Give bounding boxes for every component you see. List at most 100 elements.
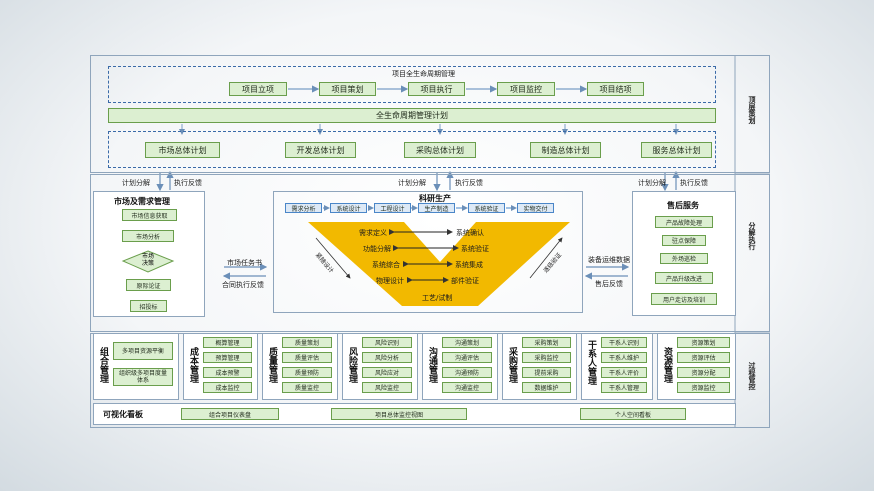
mgmt-item: 沟通监控 xyxy=(442,382,492,393)
plan-development: 开发总体计划 xyxy=(285,142,356,158)
market-step-review: 原际论证 xyxy=(126,279,171,291)
label-market-task: 市场任务书 xyxy=(227,259,262,267)
mgmt-item: 概算管理 xyxy=(203,337,252,348)
mgmt-group-name: 风险管理 xyxy=(347,347,357,383)
mgmt-item: 质量监控 xyxy=(282,382,332,393)
v-right-3: 部件验证 xyxy=(451,277,479,285)
plans-box xyxy=(108,131,716,168)
middle-frame xyxy=(90,174,770,332)
mgmt-item: 干系人识别 xyxy=(601,337,647,348)
mgmt-item: 组织级多项目度量体系 xyxy=(113,368,173,386)
service-item-4: 用户走访及培训 xyxy=(651,293,717,305)
top-frame xyxy=(90,55,770,173)
mgmt-item: 风险监控 xyxy=(362,382,412,393)
mgmt-item: 资源策划 xyxy=(677,337,730,348)
lifecycle-plan-bar: 全生命周期管理计划 xyxy=(108,108,716,123)
side-label-top: 顶层策划 xyxy=(748,96,756,124)
service-item-3: 产品升级改进 xyxy=(655,272,713,284)
stage-system-verification: 系统验证 xyxy=(468,203,505,213)
label-contract-feedback: 合同执行反馈 xyxy=(222,281,264,289)
mgmt-item: 风险应对 xyxy=(362,367,412,378)
mgmt-item: 采购监控 xyxy=(522,352,571,363)
plan-market: 市场总体计划 xyxy=(145,142,220,158)
side-label-middle: 分解执行 xyxy=(748,222,756,250)
label-after-feedback: 售后反馈 xyxy=(595,280,623,288)
label-feedback-center: 执行反馈 xyxy=(455,179,483,187)
phase-monitoring: 项目监控 xyxy=(497,82,555,96)
mgmt-item: 成本监控 xyxy=(203,382,252,393)
mgmt-item: 沟通策划 xyxy=(442,337,492,348)
mgmt-group-name: 资源管理 xyxy=(662,347,672,383)
service-item-1: 驻点保障 xyxy=(662,235,706,246)
mgmt-item: 多项目资源平衡 xyxy=(113,342,173,360)
phase-initiation: 项目立项 xyxy=(229,82,287,96)
dashboard-personal: 个人空间看板 xyxy=(580,408,686,420)
market-step-info: 市场信息获取 xyxy=(122,209,177,221)
mgmt-item: 资源评估 xyxy=(677,352,730,363)
dashboard-project-overview: 项目总体监控视图 xyxy=(331,408,467,420)
service-title: 售后服务 xyxy=(667,201,699,210)
mgmt-group-name: 干系人管理 xyxy=(586,340,596,385)
dashboard-title: 可视化看板 xyxy=(103,410,143,419)
phase-execution: 项目执行 xyxy=(408,82,465,96)
label-feedback-left: 执行反馈 xyxy=(174,179,202,187)
service-item-2: 外场巡检 xyxy=(660,253,708,264)
plan-manufacturing: 制造总体计划 xyxy=(530,142,601,158)
mgmt-group-name: 成本管理 xyxy=(188,347,198,383)
market-decision-label: 市场决策 xyxy=(141,253,154,267)
plan-procurement: 采购总体计划 xyxy=(404,142,476,158)
stage-manufacturing: 生产制造 xyxy=(418,203,455,213)
market-step-analysis: 市场分析 xyxy=(122,230,174,242)
mgmt-group-name: 采购管理 xyxy=(507,347,517,383)
market-step-bidding: 招投标 xyxy=(130,300,167,312)
label-decompose-right: 计划分解 xyxy=(638,179,666,187)
mgmt-item: 质量预防 xyxy=(282,367,332,378)
stage-requirements: 需求分析 xyxy=(285,203,322,213)
mgmt-item: 干系人管理 xyxy=(601,382,647,393)
mgmt-item: 干系人评价 xyxy=(601,367,647,378)
mgmt-item: 资源监控 xyxy=(677,382,730,393)
stage-delivery: 实物交付 xyxy=(517,203,554,213)
mgmt-item: 预算管理 xyxy=(203,352,252,363)
label-decompose-left: 计划分解 xyxy=(122,179,150,187)
v-right-1: 系统验证 xyxy=(461,245,489,253)
dashboard-portfolio: 组合项目仪表盘 xyxy=(181,408,279,420)
v-left-3: 物理设计 xyxy=(376,277,404,285)
mgmt-group-name: 沟通管理 xyxy=(427,347,437,383)
mgmt-item: 采购策划 xyxy=(522,337,571,348)
mgmt-item: 干系人维护 xyxy=(601,352,647,363)
phase-closing: 项目结项 xyxy=(587,82,644,96)
phase-planning: 项目策划 xyxy=(319,82,376,96)
label-feedback-right: 执行反馈 xyxy=(680,179,708,187)
mgmt-item: 风险分析 xyxy=(362,352,412,363)
stage-system-design: 系统设计 xyxy=(330,203,367,213)
plan-service: 服务总体计划 xyxy=(641,142,712,158)
lifecycle-title: 项目全生命周期管理 xyxy=(392,70,455,78)
v-left-1: 功能分解 xyxy=(363,245,391,253)
lifecycle-box xyxy=(108,66,716,103)
mgmt-item: 质量评估 xyxy=(282,352,332,363)
mgmt-group-name: 组合管理 xyxy=(98,347,108,383)
mgmt-item: 沟通评估 xyxy=(442,352,492,363)
mgmt-item: 数据维护 xyxy=(522,382,571,393)
mgmt-item: 质量策划 xyxy=(282,337,332,348)
mgmt-item: 成本预警 xyxy=(203,367,252,378)
mgmt-item: 沟通预防 xyxy=(442,367,492,378)
v-right-0: 系统确认 xyxy=(456,229,484,237)
side-label-bottom: 过程管控 xyxy=(748,362,756,390)
rd-title: 科研生产 xyxy=(419,194,451,203)
v-right-2: 系统集成 xyxy=(455,261,483,269)
v-left-0: 需求定义 xyxy=(359,229,387,237)
market-title: 市场及需求管理 xyxy=(114,197,170,206)
mgmt-group-name: 质量管理 xyxy=(267,347,277,383)
v-left-2: 系统综合 xyxy=(372,261,400,269)
mgmt-item: 资源分配 xyxy=(677,367,730,378)
stage-engineering-design: 工程设计 xyxy=(374,203,411,213)
v-bottom: 工艺/试制 xyxy=(422,294,453,302)
mgmt-item: 提前采购 xyxy=(522,367,571,378)
label-equip-data: 装备运维数据 xyxy=(588,256,630,264)
mgmt-item: 风险识别 xyxy=(362,337,412,348)
service-item-0: 产品故障处理 xyxy=(655,216,713,228)
label-decompose-center: 计划分解 xyxy=(398,179,426,187)
rd-block xyxy=(273,191,583,313)
